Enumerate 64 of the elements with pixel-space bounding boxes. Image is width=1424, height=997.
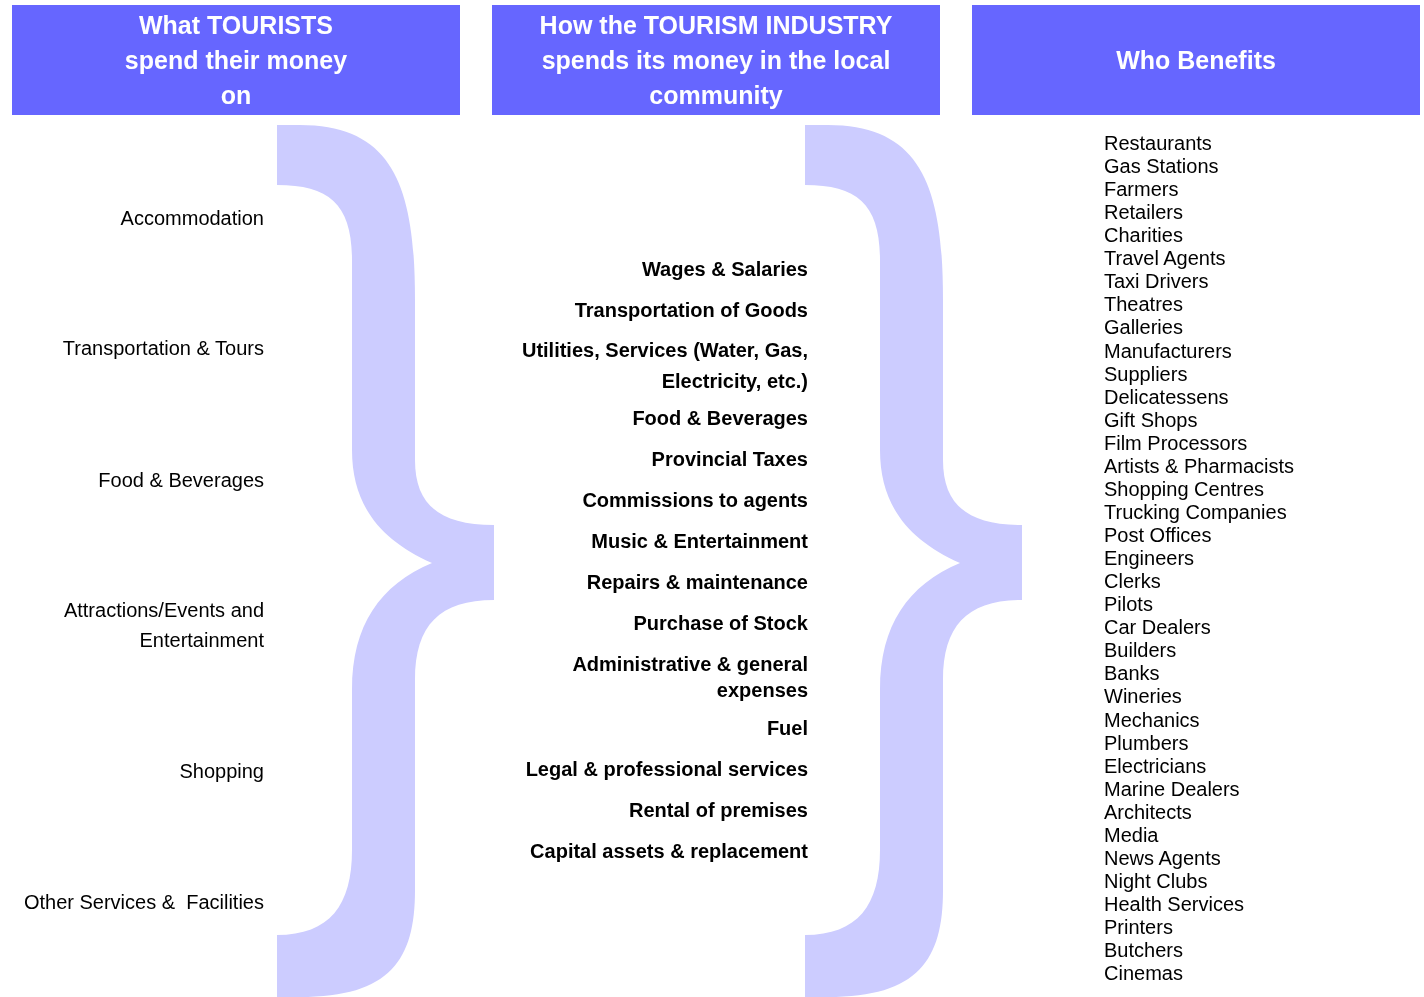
beneficiary-item: Artists & Pharmacists xyxy=(1104,453,1295,478)
expense-item: Utilities, Services (Water, Gas, Electricity, etc.) xyxy=(520,338,808,394)
column-heading: What TOURISTS spend their money on xyxy=(123,9,349,111)
beneficiary-item: Printers xyxy=(1104,915,1173,940)
expense-item: Transportation of Goods xyxy=(573,298,808,323)
beneficiary-item: Restaurants xyxy=(1104,131,1212,155)
beneficiary-item: Taxi Drivers xyxy=(1104,269,1209,294)
beneficiary-item: Suppliers xyxy=(1104,361,1188,386)
beneficiary-item: Delicatessens xyxy=(1104,385,1229,409)
expense-item: Commissions to agents xyxy=(581,488,808,513)
beneficiary-item: Wineries xyxy=(1104,684,1182,709)
beneficiary-item: Charities xyxy=(1104,223,1183,248)
beneficiary-item: Engineers xyxy=(1104,546,1195,571)
beneficiary-item: Retailers xyxy=(1104,200,1183,225)
expense-item: Fuel xyxy=(765,716,808,741)
column-heading: Who Benefits xyxy=(1116,44,1276,76)
header-band xyxy=(12,5,460,115)
spending-category: Shopping xyxy=(178,759,264,783)
expense-item: Rental of premises xyxy=(628,798,808,823)
expense-item: Music & Entertainment xyxy=(590,529,808,554)
beneficiary-item: Health Services xyxy=(1104,892,1245,916)
expense-item: Legal & professional services xyxy=(524,757,808,782)
beneficiary-item: Electricians xyxy=(1104,753,1207,778)
header-band xyxy=(492,5,940,115)
expense-item: Food & Beverages xyxy=(631,406,808,431)
spending-category: Food & Beverages xyxy=(97,468,264,492)
spending-category: Accommodation xyxy=(119,206,264,230)
beneficiary-item: Marine Dealers xyxy=(1104,776,1240,801)
beneficiary-item: Architects xyxy=(1104,799,1192,824)
beneficiary-item: Night Clubs xyxy=(1104,869,1208,893)
expense-item: Wages & Salaries xyxy=(641,257,808,282)
spending-category: Attractions/Events and Entertainment xyxy=(62,598,264,653)
beneficiary-item: Plumbers xyxy=(1104,730,1189,755)
beneficiary-item: Gas Stations xyxy=(1104,154,1219,179)
header-band xyxy=(972,5,1420,115)
expense-item: Capital assets & replacement xyxy=(529,839,808,864)
expense-item: Provincial Taxes xyxy=(650,447,808,472)
beneficiary-item: Trucking Companies xyxy=(1104,500,1287,524)
beneficiary-item: Car Dealers xyxy=(1104,615,1211,640)
beneficiary-item: Mechanics xyxy=(1104,707,1200,732)
beneficiary-item: Builders xyxy=(1104,638,1177,663)
beneficiary-item: Farmers xyxy=(1104,177,1179,202)
beneficiary-item: Cinemas xyxy=(1104,961,1183,986)
beneficiary-item: Film Processors xyxy=(1104,431,1248,455)
expense-item: Purchase of Stock xyxy=(632,611,808,636)
curly-brace xyxy=(277,125,494,997)
spending-category: Transportation & Tours xyxy=(61,336,264,360)
beneficiary-item: Gift Shops xyxy=(1104,407,1198,432)
beneficiary-item: Theatres xyxy=(1104,292,1183,317)
beneficiary-item: Shopping Centres xyxy=(1104,476,1265,501)
beneficiary-item: Travel Agents xyxy=(1104,246,1226,271)
beneficiary-item: Manufacturers xyxy=(1104,338,1232,363)
expense-item: Repairs & maintenance xyxy=(585,570,808,595)
spending-category: Other Services & Facilities xyxy=(22,890,264,914)
beneficiary-item: Pilots xyxy=(1104,592,1153,617)
expense-item: Administrative & general expenses xyxy=(571,652,808,703)
beneficiary-item: Butchers xyxy=(1104,938,1183,963)
beneficiary-item: Media xyxy=(1104,822,1159,847)
column-heading: How the TOURISM INDUSTRY spends its money in the local community xyxy=(538,9,894,111)
beneficiary-item: Post Offices xyxy=(1104,523,1212,547)
beneficiary-item: Galleries xyxy=(1104,315,1183,340)
beneficiary-item: Clerks xyxy=(1104,569,1161,594)
beneficiary-item: Banks xyxy=(1104,661,1160,686)
beneficiary-item: News Agents xyxy=(1104,845,1221,870)
